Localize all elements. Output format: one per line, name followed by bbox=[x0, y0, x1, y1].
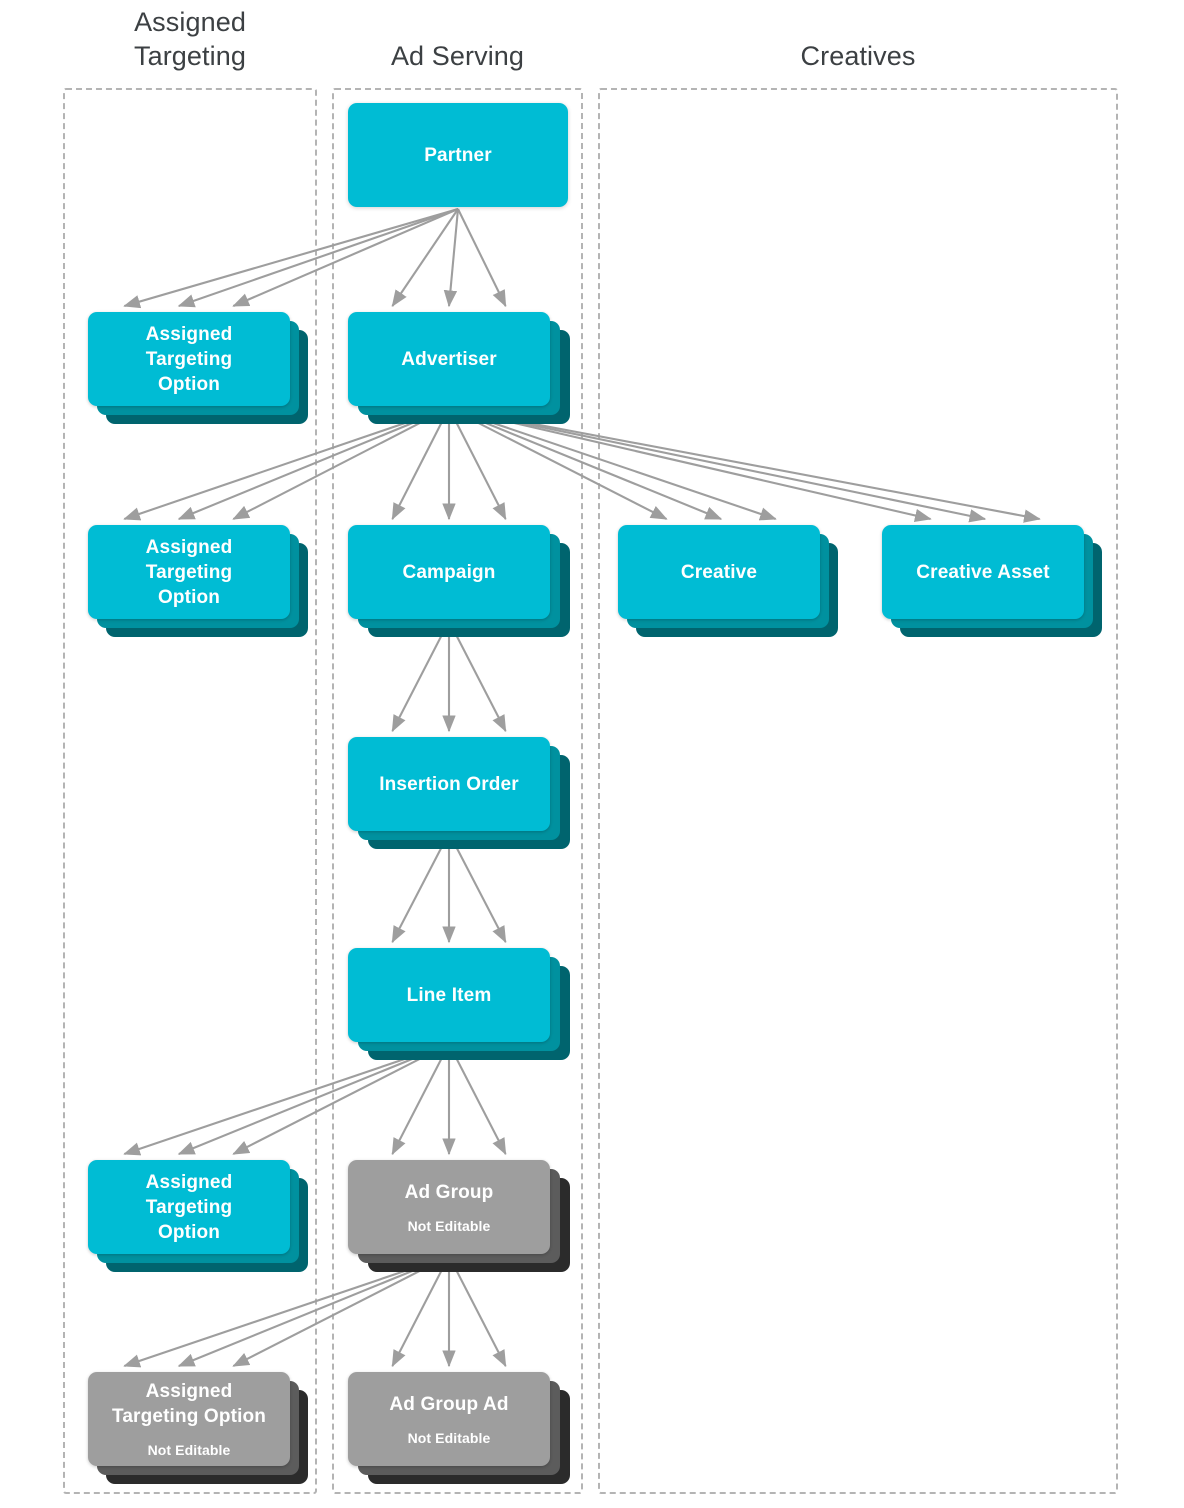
node-card[interactable]: Assigned Targeting Option bbox=[88, 525, 290, 619]
node-title: Ad Group bbox=[404, 1181, 494, 1203]
column-header-label: Assigned Targeting bbox=[134, 7, 246, 71]
node-title: Insertion Order bbox=[379, 773, 519, 795]
node-ad-group-ad[interactable]: Ad Group Ad Not Editable bbox=[348, 1372, 570, 1484]
node-campaign[interactable]: Campaign bbox=[348, 525, 570, 637]
node-subtitle: Not Editable bbox=[407, 1429, 491, 1446]
group-container-creatives bbox=[598, 88, 1118, 1494]
node-title: Assigned Targeting Option bbox=[145, 323, 233, 395]
node-title: Assigned Targeting Option bbox=[145, 536, 233, 608]
node-card[interactable]: Partner bbox=[348, 103, 568, 207]
node-insertion-order[interactable]: Insertion Order bbox=[348, 737, 570, 849]
column-header-ad-serving: Ad Serving bbox=[332, 39, 583, 73]
node-title: Assigned Targeting Option bbox=[111, 1381, 267, 1427]
node-ato-ad-group[interactable]: Assigned Targeting Option Not Editable bbox=[88, 1372, 308, 1484]
group-container-ad-serving bbox=[332, 88, 583, 1494]
node-partner[interactable]: Partner bbox=[348, 103, 568, 207]
node-title: Advertiser bbox=[401, 348, 497, 370]
node-title: Assigned Targeting Option bbox=[145, 1171, 233, 1243]
group-container-assigned-targeting bbox=[63, 88, 317, 1494]
node-card[interactable]: Creative Asset bbox=[882, 525, 1084, 619]
node-card[interactable]: Assigned Targeting Option Not Editable bbox=[88, 1372, 290, 1466]
node-card[interactable]: Insertion Order bbox=[348, 737, 550, 831]
node-title: Ad Group Ad bbox=[389, 1393, 509, 1415]
node-creative-asset[interactable]: Creative Asset bbox=[882, 525, 1102, 637]
node-card[interactable]: Line Item bbox=[348, 948, 550, 1042]
node-title: Campaign bbox=[402, 561, 496, 583]
node-creative[interactable]: Creative bbox=[618, 525, 838, 637]
node-line-item[interactable]: Line Item bbox=[348, 948, 570, 1060]
node-title: Partner bbox=[424, 144, 492, 166]
node-title: Creative Asset bbox=[916, 561, 1050, 583]
node-title: Line Item bbox=[406, 984, 492, 1006]
column-header-label: Ad Serving bbox=[390, 41, 525, 71]
node-card[interactable]: Campaign bbox=[348, 525, 550, 619]
node-card[interactable]: Assigned Targeting Option bbox=[88, 312, 290, 406]
node-advertiser[interactable]: Advertiser bbox=[348, 312, 570, 424]
column-header-creatives: Creatives bbox=[598, 39, 1118, 73]
node-title: Creative bbox=[680, 561, 758, 583]
column-header-label: Creatives bbox=[800, 41, 916, 71]
node-subtitle: Not Editable bbox=[147, 1442, 231, 1458]
node-ato-partner[interactable]: Assigned Targeting Option bbox=[88, 312, 308, 424]
node-card[interactable]: Assigned Targeting Option bbox=[88, 1160, 290, 1254]
node-subtitle: Not Editable bbox=[407, 1217, 491, 1234]
node-card[interactable]: Advertiser bbox=[348, 312, 550, 406]
node-card[interactable]: Creative bbox=[618, 525, 820, 619]
node-card[interactable]: Ad Group Not Editable bbox=[348, 1160, 550, 1254]
column-header-assigned-targeting: Assigned Targeting bbox=[63, 5, 317, 73]
node-ad-group[interactable]: Ad Group Not Editable bbox=[348, 1160, 570, 1272]
node-card[interactable]: Ad Group Ad Not Editable bbox=[348, 1372, 550, 1466]
node-ato-advertiser[interactable]: Assigned Targeting Option bbox=[88, 525, 308, 637]
node-ato-line-item[interactable]: Assigned Targeting Option bbox=[88, 1160, 308, 1272]
